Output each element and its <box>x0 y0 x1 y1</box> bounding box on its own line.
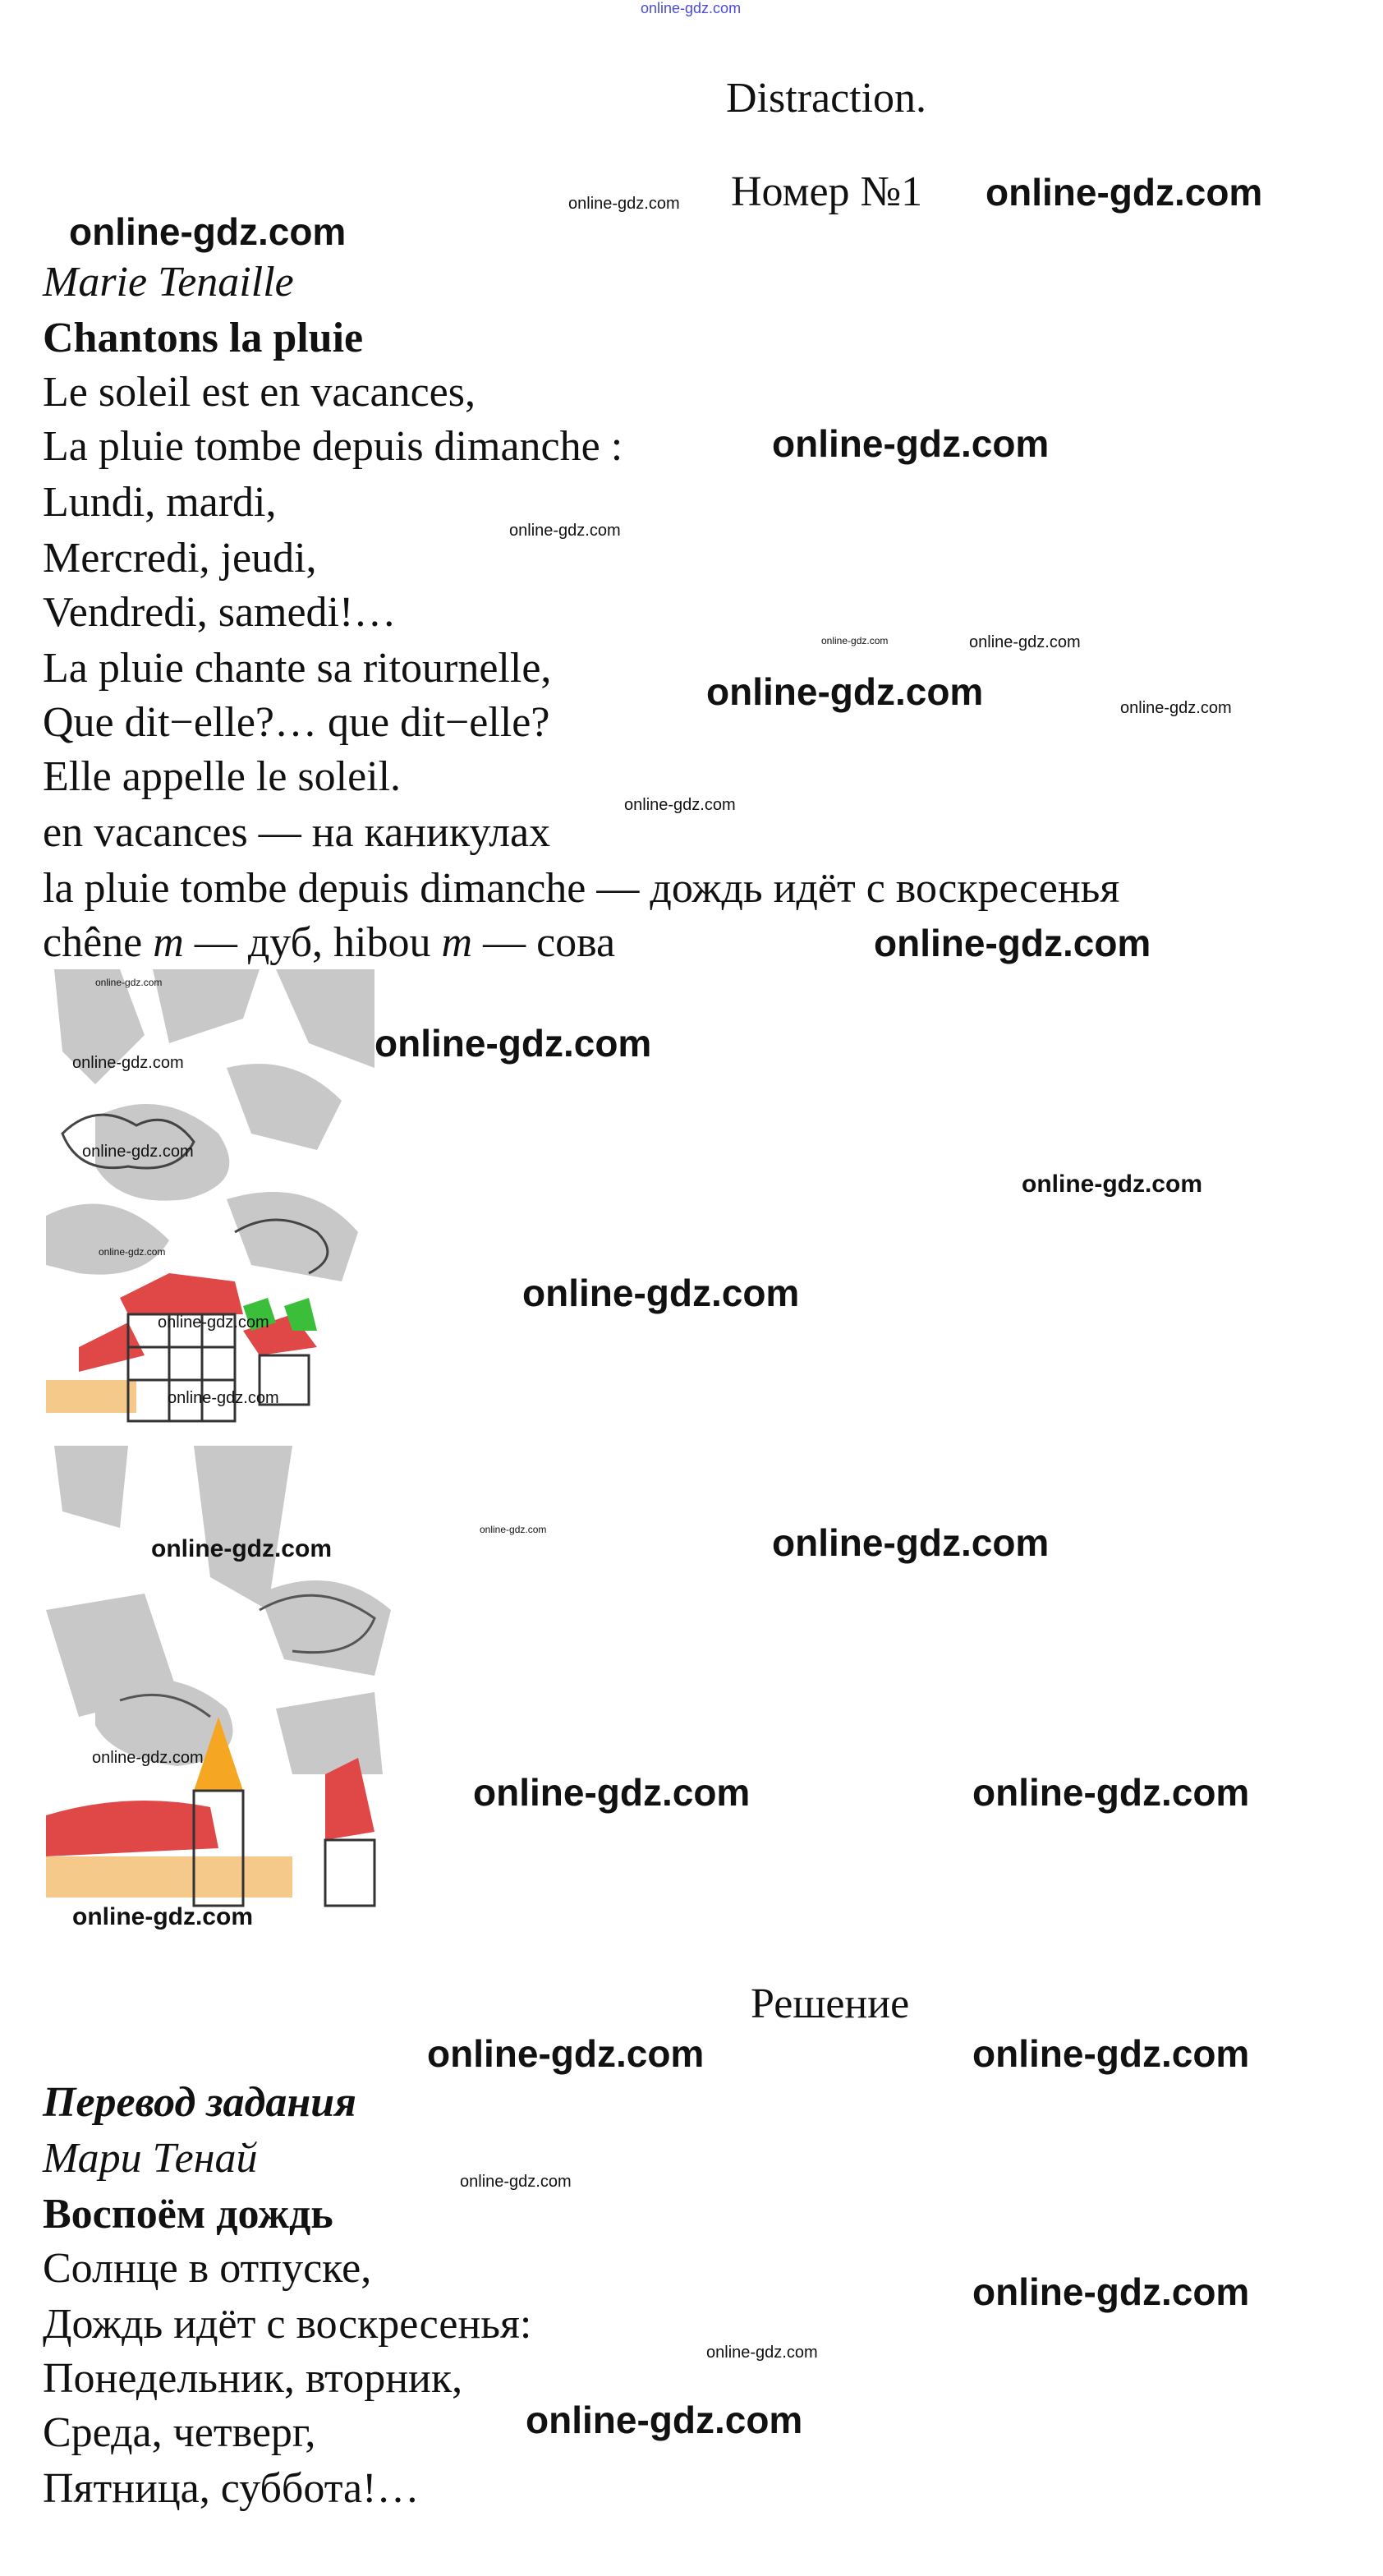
poem-line: La pluie tombe depuis dimanche : <box>43 423 623 470</box>
church-spire <box>194 1717 243 1791</box>
watermark-top: online-gdz.com <box>641 0 742 16</box>
watermark: online-gdz.com <box>72 1903 253 1930</box>
poem-author: Marie Tenaille <box>43 259 294 306</box>
watermark: online-gdz.com <box>168 1389 279 1407</box>
poem-title: Chantons la pluie <box>43 315 364 361</box>
watermark: online-gdz.com <box>1022 1171 1202 1198</box>
watermark: online-gdz.com <box>522 1272 800 1314</box>
red-roof <box>46 1801 218 1856</box>
watermark: online-gdz.com <box>874 922 1151 964</box>
tree <box>284 1298 317 1331</box>
watermark: online-gdz.com <box>92 1749 204 1767</box>
glossary-word: — дуб, hibou <box>183 919 442 966</box>
watermark: online-gdz.com <box>986 171 1263 214</box>
rain-church-illustration <box>46 1446 391 1907</box>
watermark: online-gdz.com <box>772 422 1050 465</box>
rain-town-illustration <box>46 969 374 1423</box>
sand-wall <box>46 1856 292 1898</box>
translation-line: Понедельник, вторник, <box>43 2355 463 2402</box>
translation-line: Солнце в отпуске, <box>43 2245 372 2292</box>
watermark: online-gdz.com <box>821 635 889 646</box>
page-title: Distraction. <box>726 75 927 122</box>
watermark: online-gdz.com <box>72 1054 184 1072</box>
translation-title: Воспоём дождь <box>43 2191 333 2238</box>
gender-mark: m <box>153 919 184 966</box>
gender-mark: m <box>441 919 473 966</box>
poem-line: Elle appelle le soleil. <box>43 753 402 800</box>
translation-line: Дождь идёт с воскресенья: <box>43 2301 532 2348</box>
watermark: online-gdz.com <box>82 1143 194 1161</box>
tree <box>243 1298 276 1331</box>
watermark: online-gdz.com <box>99 1246 166 1258</box>
watermark: online-gdz.com <box>473 1771 751 1814</box>
sand-wall <box>46 1380 136 1413</box>
solution-heading: Решение <box>751 1980 910 2027</box>
watermark: online-gdz.com <box>95 977 163 988</box>
poem-line: Lundi, mardi, <box>43 479 277 526</box>
rain-clouds <box>46 1446 391 1774</box>
glossary-line: en vacances — на каникулах <box>43 809 551 856</box>
watermark: online-gdz.com <box>509 522 621 540</box>
watermark: online-gdz.com <box>151 1535 332 1562</box>
poem-line: Le soleil est en vacances, <box>43 369 476 416</box>
watermark: online-gdz.com <box>969 633 1081 651</box>
watermark: online-gdz.com <box>972 1771 1250 1814</box>
glossary-line: chêne m — дуб, hibou m — сова <box>43 922 615 964</box>
red-roof <box>120 1273 243 1314</box>
glossary-word: chêne <box>43 919 154 966</box>
glossary-line: la pluie tombe depuis dimanche — дождь и… <box>43 865 1120 912</box>
exercise-number: Номер №1 <box>731 168 923 215</box>
watermark: online-gdz.com <box>158 1313 269 1332</box>
poem-line: Mercredi, jeudi, <box>43 535 317 582</box>
watermark: online-gdz.com <box>706 670 984 713</box>
watermark: online-gdz.com <box>374 1022 652 1065</box>
watermark: online-gdz.com <box>427 2032 705 2075</box>
translation-author: Мари Тенай <box>43 2135 258 2182</box>
rain-clouds <box>46 969 374 1281</box>
watermark: online-gdz.com <box>772 1521 1050 1564</box>
poem-line: Que dit−elle?… que dit−elle? <box>43 699 550 746</box>
poem-line: Vendredi, samedi!… <box>43 589 397 636</box>
watermark: online-gdz.com <box>568 195 680 213</box>
red-roof <box>325 1758 374 1840</box>
watermark: online-gdz.com <box>972 2032 1250 2075</box>
watermark: online-gdz.com <box>460 2173 572 2191</box>
watermark: online-gdz.com <box>972 2270 1250 2313</box>
task-translation-label: Перевод задания <box>43 2079 356 2126</box>
watermark: online-gdz.com <box>69 210 347 253</box>
translation-line: Пятница, суббота!… <box>43 2465 420 2512</box>
translation-line: Среда, четверг, <box>43 2409 316 2456</box>
watermark: online-gdz.com <box>624 796 736 814</box>
watermark: online-gdz.com <box>1120 699 1232 717</box>
watermark: online-gdz.com <box>526 2399 803 2441</box>
watermark: online-gdz.com <box>480 1524 547 1535</box>
glossary-word: — сова <box>472 919 616 966</box>
poem-line: La pluie chante sa ritournelle, <box>43 645 552 692</box>
watermark: online-gdz.com <box>706 2344 818 2362</box>
